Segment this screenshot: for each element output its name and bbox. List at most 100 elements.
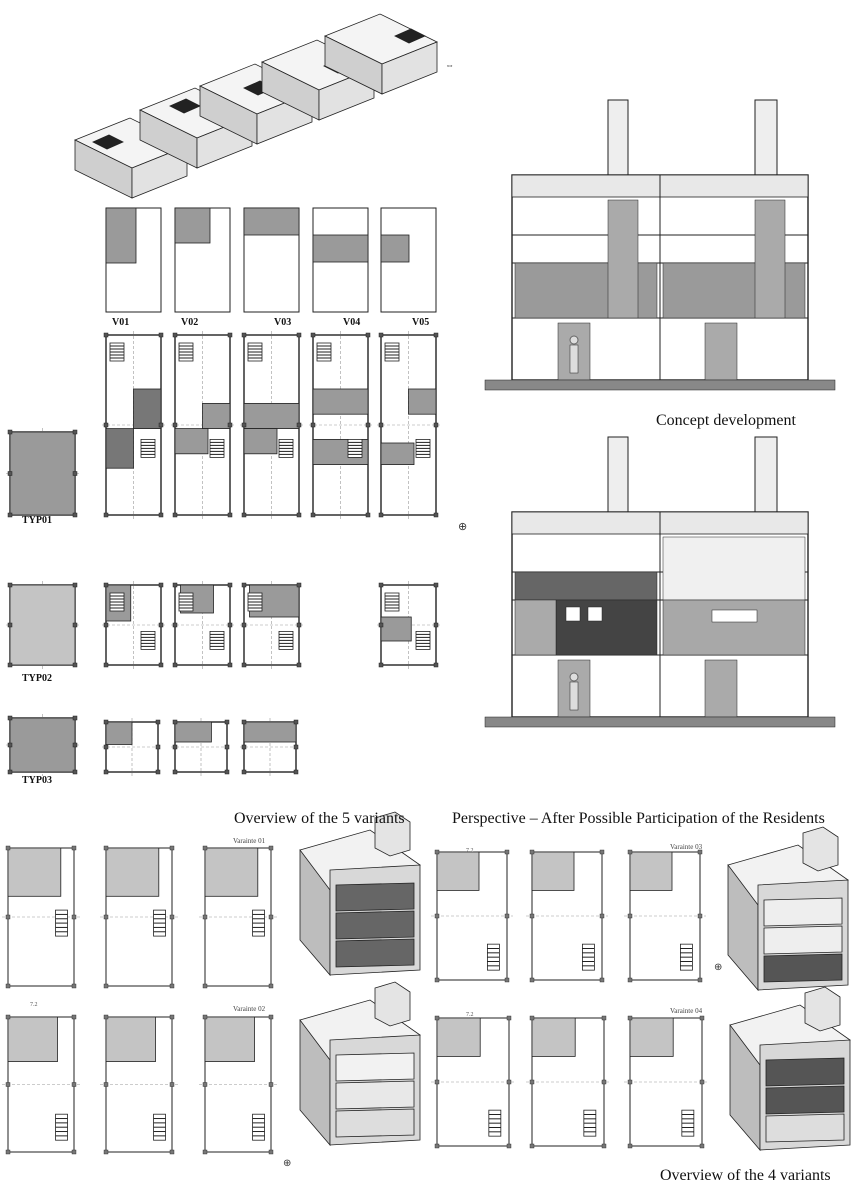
floor-bay [335,1080,415,1110]
door [704,322,738,381]
perspective-variant-3 [727,826,849,992]
column [103,769,109,775]
column [5,1149,11,1155]
variant2-plan-1 [2,1014,80,1155]
volume [514,599,557,656]
typ01-plan-3 [240,331,303,519]
column [241,512,247,518]
ground-line [484,379,836,391]
column [241,662,247,668]
column [202,1149,208,1155]
occupied-zone [105,428,134,469]
column [241,744,247,750]
column [7,471,13,476]
column [172,662,178,668]
column [103,622,109,628]
label-variante-04: Varainte 04 [670,1007,703,1015]
column [103,1082,109,1087]
section-concept [484,99,836,391]
column [169,845,175,851]
column [224,719,230,725]
person-figure [569,335,579,345]
column [697,913,703,919]
column [72,622,78,628]
column [529,1079,535,1085]
column [241,582,247,588]
floor-bay [335,882,415,912]
column [103,422,109,428]
column [7,582,13,588]
label-variante-03: Varainte 03 [670,843,703,851]
column [434,1015,440,1021]
occupied-zone [202,402,231,429]
column [365,512,371,518]
variant1-plan-3 [199,845,277,989]
column [72,471,78,476]
ground-line [484,716,836,728]
column [172,622,178,628]
label-typ01: TYP01 [22,515,52,526]
column [202,983,208,989]
occupied-zone [531,1017,576,1057]
column [169,1149,175,1155]
column [504,849,510,855]
occupied-zone [531,851,575,891]
column [71,1082,77,1087]
column [241,769,247,775]
column [434,977,440,983]
column [365,332,371,338]
perspective-variant-1 [299,811,421,977]
column [71,1014,77,1020]
column [268,914,274,920]
void-cutout [92,134,124,150]
column [601,1015,607,1021]
stair-tower [374,981,411,1027]
column [227,422,233,428]
typ03-massing [6,714,79,776]
column [72,742,78,748]
variant1-plan-1 [2,845,80,989]
column [71,914,77,920]
occupied-zone [243,721,297,743]
person-figure [569,681,579,711]
column [227,622,233,628]
occupied-zone [204,847,259,897]
stair-core [754,199,786,319]
column [103,845,109,851]
section-participation [484,436,836,728]
column [158,422,164,428]
column [506,1143,512,1149]
chimney [754,436,778,513]
stair-tower [802,826,839,872]
column [241,332,247,338]
occupied-zone [105,721,133,745]
column [296,512,302,518]
column [599,849,605,855]
column [365,422,371,428]
column [296,582,302,588]
front-face [381,41,438,95]
typ03-plan-2 [171,718,231,776]
column [169,983,175,989]
column [310,332,316,338]
column [172,719,178,725]
column [268,983,274,989]
column [227,662,233,668]
column [310,512,316,518]
caption-concept-development: Concept development [656,412,797,429]
occupied-zone [105,847,160,897]
north-arrow-icon: ⊕ [458,521,467,533]
column [72,582,78,588]
column [202,1082,208,1087]
occupied-zone [243,207,300,236]
stair-core [607,199,639,319]
column [268,1014,274,1020]
column [241,622,247,628]
column [71,1149,77,1155]
typ02-plan-2 [171,581,234,669]
column [103,582,109,588]
column [103,914,109,920]
column [697,977,703,983]
typ01-plan-2 [171,331,234,519]
column [434,1143,440,1149]
